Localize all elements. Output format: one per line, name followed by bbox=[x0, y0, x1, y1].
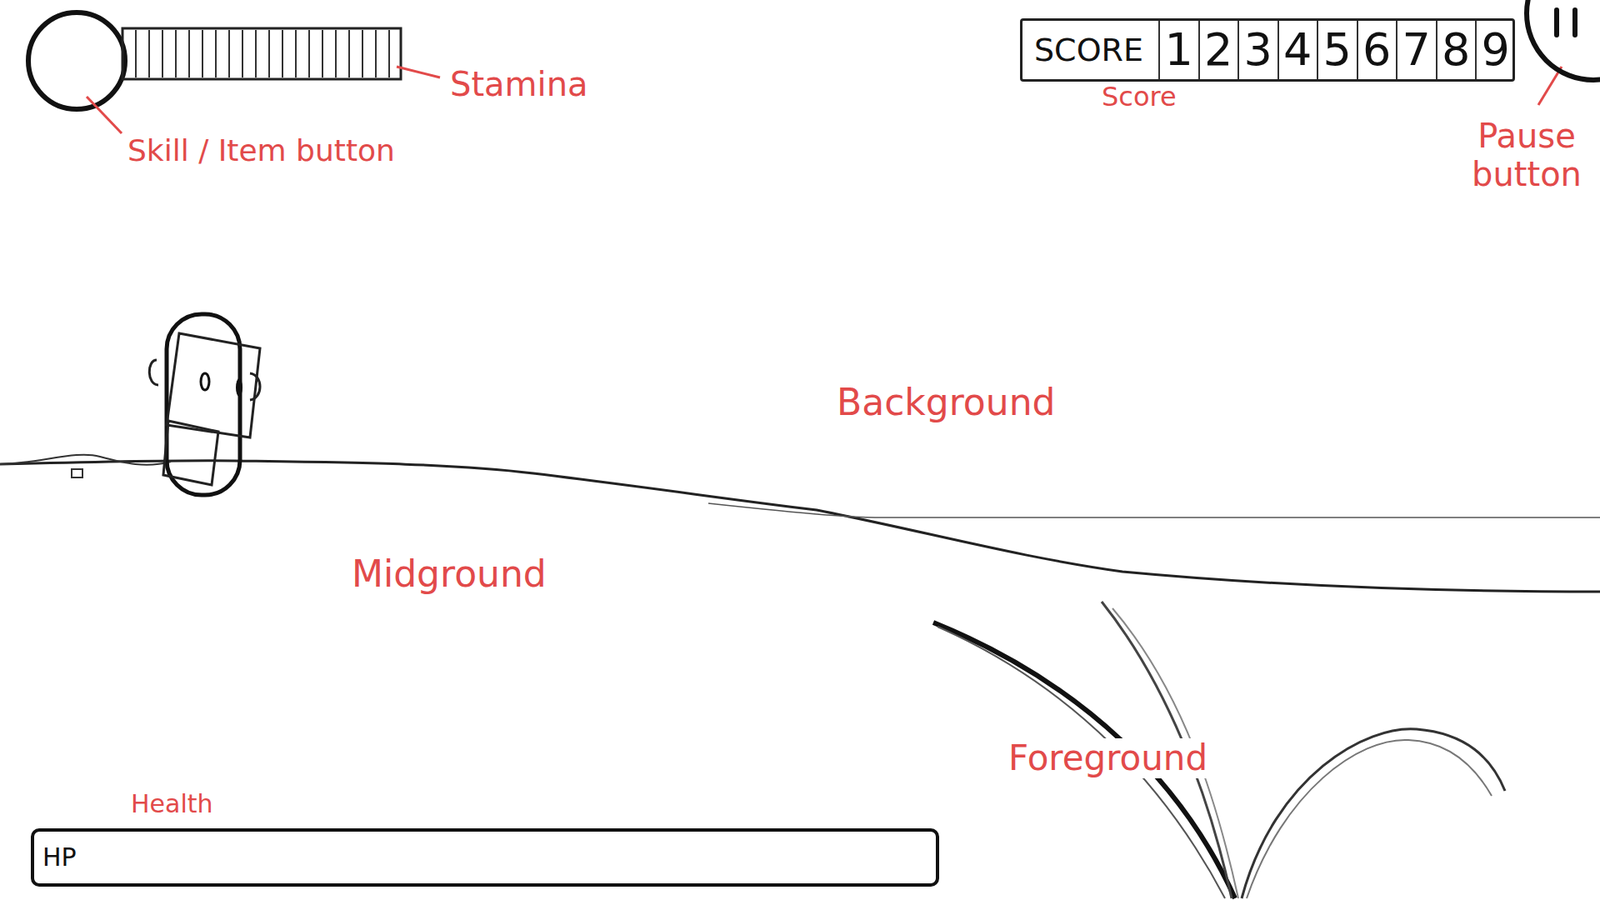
character-cable bbox=[0, 455, 171, 465]
pause-symbol bbox=[1556, 10, 1575, 35]
callout-label: Health bbox=[130, 790, 214, 820]
score-digit-cell: 7 bbox=[1395, 20, 1436, 80]
score-digit-cell: 4 bbox=[1277, 20, 1318, 80]
stamina-bar bbox=[122, 28, 401, 80]
ground-line bbox=[0, 460, 1600, 592]
pause-button bbox=[1526, 0, 1600, 80]
cable-plug bbox=[71, 469, 83, 478]
callout-label: Pause button bbox=[1460, 116, 1594, 194]
score-digit-cell: 8 bbox=[1435, 20, 1476, 80]
character-eye bbox=[235, 378, 243, 397]
character-head bbox=[166, 333, 260, 438]
region-label: Midground bbox=[351, 553, 547, 596]
score-digit: 4 bbox=[1283, 27, 1312, 73]
score-digit-cell: 2 bbox=[1198, 20, 1239, 80]
character-ear bbox=[149, 360, 159, 385]
grass-blade bbox=[1246, 740, 1492, 899]
callout-label: Skill / Item button bbox=[127, 133, 395, 168]
score-digit: 7 bbox=[1402, 27, 1431, 73]
grass-blade bbox=[1241, 729, 1505, 899]
score-panel: SCORE 123456789 bbox=[1020, 18, 1515, 82]
stamina-ticks bbox=[135, 30, 390, 78]
region-label: Foreground bbox=[1005, 738, 1211, 779]
grass-blade bbox=[933, 622, 1235, 899]
grass-blade bbox=[937, 626, 1225, 899]
region-label: Background bbox=[836, 381, 1056, 425]
score-digit-cell: 3 bbox=[1237, 20, 1278, 80]
character-torso bbox=[163, 420, 219, 485]
callout-label: Score bbox=[1101, 81, 1177, 113]
score-digit: 8 bbox=[1441, 27, 1470, 73]
score-digit-cell: 1 bbox=[1158, 20, 1199, 80]
score-digit: 2 bbox=[1204, 27, 1233, 73]
horizon-line bbox=[708, 503, 1600, 518]
health-bar: HP bbox=[30, 828, 940, 887]
score-digit: 3 bbox=[1244, 27, 1273, 73]
hp-text: HP bbox=[42, 845, 77, 870]
score-digit: 9 bbox=[1481, 27, 1510, 73]
leader-line bbox=[396, 66, 440, 78]
score-digit-cell: 5 bbox=[1316, 20, 1357, 80]
score-digit-cell: 6 bbox=[1356, 20, 1397, 80]
score-digit-cell: 9 bbox=[1475, 20, 1515, 80]
score-digit: 1 bbox=[1165, 27, 1194, 73]
skill-button bbox=[28, 12, 125, 110]
callout-label: Stamina bbox=[450, 65, 589, 104]
leader-line bbox=[86, 96, 122, 134]
score-digit: 6 bbox=[1362, 27, 1391, 73]
score-title: SCORE bbox=[1034, 34, 1144, 66]
score-digit: 5 bbox=[1323, 27, 1352, 73]
character-eye bbox=[200, 373, 210, 390]
